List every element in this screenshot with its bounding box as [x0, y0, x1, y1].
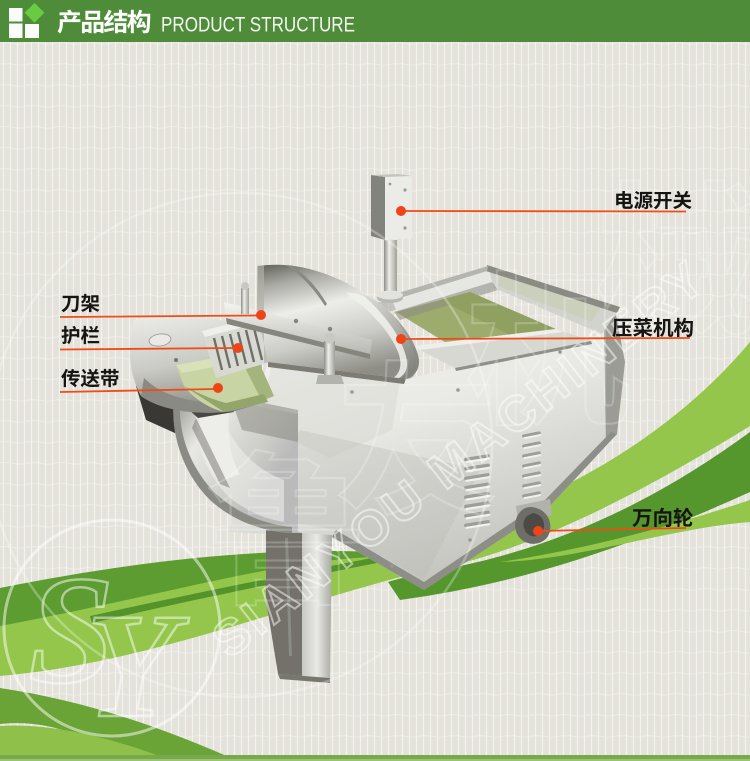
- svg-text:PRODUCT STRUCTURE: PRODUCT STRUCTURE: [161, 14, 355, 37]
- svg-text:S: S: [28, 544, 114, 716]
- svg-text:Y: Y: [86, 583, 190, 749]
